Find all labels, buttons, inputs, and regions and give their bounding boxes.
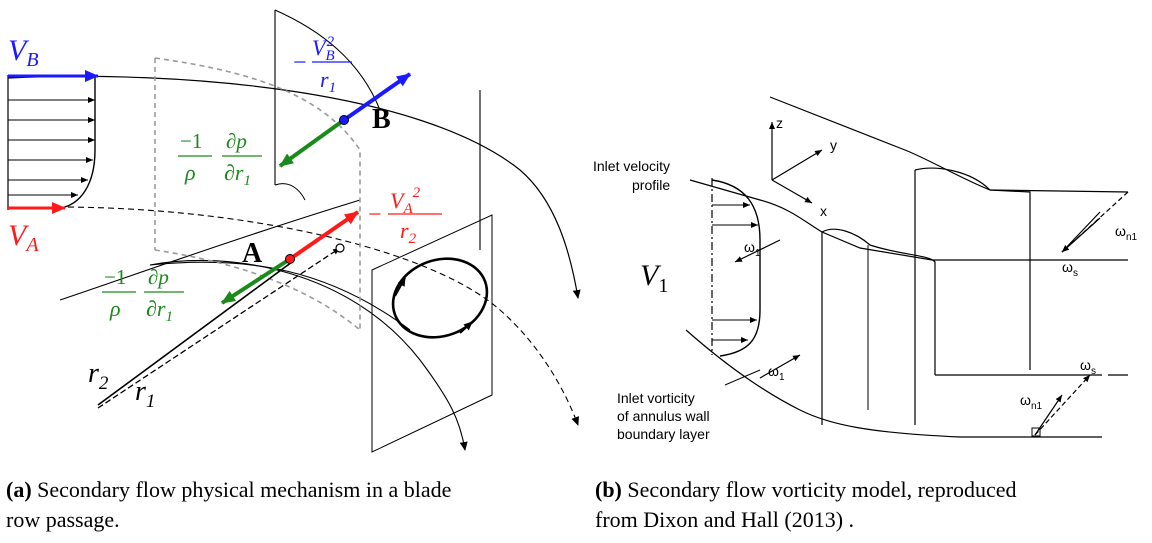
centrifugal-B-arrow: [342, 72, 412, 122]
omega1-lower-arrow: [759, 354, 801, 379]
label-inlet-vorticity-3: boundary layer: [617, 426, 710, 442]
omega1-upper-arrow: [734, 239, 781, 263]
figure-b-labels: Inlet velocity profile z y x V1 ω1 ω1 ωn…: [593, 115, 1137, 442]
caption-b-tag: (b): [595, 477, 622, 502]
label-point-B: B: [372, 104, 391, 135]
caption-a-tag: (a): [6, 477, 32, 502]
svg-text:VA2: VA2: [390, 185, 421, 217]
term-pressure-gradient-upper: −1 ρ ∂p ∂r1: [178, 129, 262, 189]
point-A-dot: [285, 254, 295, 264]
svg-text:−: −: [293, 50, 307, 76]
omega-s-upper: [1061, 217, 1101, 253]
label-inlet-vorticity-1: Inlet vorticity: [617, 390, 695, 406]
right-angle-mark: [1031, 427, 1041, 437]
label-omega-n1-lower: ωn1: [1020, 392, 1042, 412]
endwall-lower-line: [689, 179, 1128, 261]
blade-top-curve: [274, 183, 306, 201]
grey-dashed-plane: [154, 57, 361, 331]
point-B-dot: [339, 115, 349, 125]
svg-text:∂r1: ∂r1: [224, 160, 251, 189]
inlet-velocity-arrows: [8, 97, 95, 198]
centrifugal-A-arrow: [288, 210, 360, 261]
svg-text:−1: −1: [104, 265, 126, 289]
svg-text:−: −: [368, 202, 382, 228]
label-axis-x: x: [820, 203, 827, 219]
label-r1: r1: [135, 376, 155, 412]
radius-r1-line: [97, 247, 341, 409]
omega-s-lower: [1034, 374, 1091, 436]
label-point-A: A: [242, 238, 263, 269]
inlet-profile-curve: [59, 75, 96, 209]
endwall-top-line: [769, 96, 1129, 193]
caption-a-line-1: (a) Secondary flow physical mechanism in…: [6, 475, 586, 505]
label-omega-s-upper: ωs: [1062, 259, 1078, 279]
radius-r2-line: [97, 261, 293, 406]
svg-text:∂p: ∂p: [226, 129, 247, 153]
label-VA: VA: [8, 219, 39, 256]
svg-text:r2: r2: [400, 218, 417, 247]
label-VB: VB: [8, 34, 39, 71]
label-omega1-upper: ω1: [744, 239, 761, 259]
pressure-B-arrow: [278, 118, 346, 168]
axis-x-line: [771, 179, 813, 204]
term-pressure-gradient-lower: −1 ρ ∂p ∂r1: [102, 265, 184, 325]
label-omega-n1-upper: ωn1: [1115, 223, 1137, 243]
caption-b-text-2: from Dixon and Hall (2013) .: [595, 507, 855, 532]
label-inlet-vorticity-2: of annulus wall: [617, 408, 710, 424]
caption-b-text-1: Secondary flow vorticity model, reproduc…: [621, 477, 1017, 502]
label-axis-y: y: [830, 137, 837, 153]
figure-a-diagram: VB VA B A − VB2 r1 − VA2 r2 −1 ρ ∂p ∂r1: [7, 9, 581, 453]
label-axis-z: z: [776, 115, 783, 131]
lower-surface-2: [149, 261, 411, 331]
svg-text:ρ: ρ: [109, 296, 121, 321]
lower-trajectory: [149, 260, 468, 451]
svg-text:∂p: ∂p: [148, 265, 169, 289]
passage-upper-curve: [7, 75, 581, 299]
pressure-A-arrow: [220, 257, 292, 305]
caption-a-text-2: row passage.: [6, 507, 120, 532]
blade-2: [914, 167, 1031, 425]
svg-text:ρ: ρ: [184, 160, 196, 185]
endwall-bottom-line: [685, 329, 1102, 438]
label-inlet-velocity-2: profile: [632, 177, 670, 193]
caption-a-text-1: Secondary flow physical mechanism in a b…: [31, 477, 452, 502]
figure-b-diagram: [685, 96, 1129, 438]
vortex-arrow-2: [459, 321, 473, 334]
svg-text:−1: −1: [180, 129, 202, 153]
axis-y-line: [771, 149, 823, 181]
caption-b: (b) Secondary flow vorticity model, repr…: [595, 475, 1152, 535]
inlet-profile-b: [711, 179, 761, 357]
vortex-arrow-1: [394, 277, 406, 297]
blade-surface-front: [274, 9, 381, 111]
blade-1: [821, 228, 936, 425]
secondary-vortex: [391, 257, 489, 339]
svg-text:VB2: VB2: [312, 34, 335, 64]
svg-text:∂r1: ∂r1: [146, 296, 173, 325]
lower-surface: [59, 199, 361, 301]
term-centrifugal-B: − VB2 r1: [293, 34, 352, 96]
inlet-vorticity-leader: [724, 369, 761, 386]
label-inlet-velocity-1: Inlet velocity: [593, 158, 670, 174]
caption-a: (a) Secondary flow physical mechanism in…: [6, 475, 586, 535]
label-omega-s-lower: ωs: [1080, 357, 1096, 377]
label-V1: V1: [640, 259, 668, 297]
exit-plane: [371, 214, 493, 453]
svg-text:r1: r1: [320, 67, 336, 96]
label-omega1-lower: ω1: [768, 363, 785, 383]
term-centrifugal-A: − VA2 r2: [368, 185, 442, 247]
label-r2: r2: [88, 358, 109, 394]
radius-r1-end: [335, 243, 345, 253]
omega-n1-upper-2: [1061, 211, 1101, 253]
caption-b-line-1: (b) Secondary flow vorticity model, repr…: [595, 475, 1152, 505]
passage-lower-dashed: [7, 206, 579, 426]
